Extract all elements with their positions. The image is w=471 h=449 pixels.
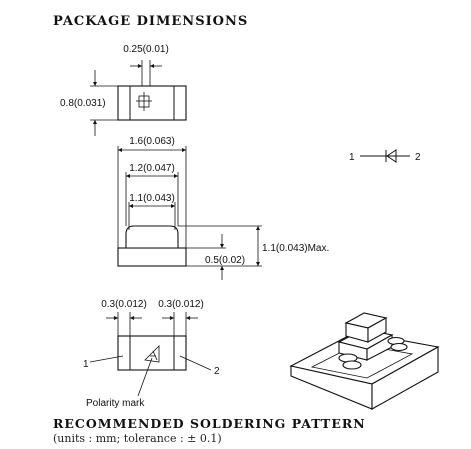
isometric-view bbox=[289, 312, 440, 410]
dim-top-pad-width: 0.25(0.01) bbox=[123, 44, 169, 55]
side-view-lens bbox=[125, 225, 179, 249]
top-view: 0.25(0.01) 0.8(0.031) bbox=[60, 44, 187, 136]
symbol-pin1-label: 1 bbox=[349, 152, 355, 163]
pad-left bbox=[117, 335, 131, 371]
symbol-pin2-label: 2 bbox=[415, 152, 421, 163]
package-dimensions-title: PACKAGE DIMENSIONS bbox=[53, 14, 249, 29]
soldering-pattern-title: RECOMMENDED SOLDERING PATTERN bbox=[53, 416, 366, 431]
pad-right bbox=[173, 335, 187, 371]
dim-pad-right: 0.3(0.012) bbox=[158, 299, 204, 310]
diode-triangle-icon bbox=[386, 149, 397, 163]
pin2-label: 2 bbox=[214, 366, 220, 377]
dim-top-height: 0.8(0.031) bbox=[60, 98, 106, 109]
pin1-label: 1 bbox=[83, 359, 89, 370]
dim-base-height: 0.5(0.02) bbox=[205, 255, 245, 266]
dim-body-width: 1.2(0.047) bbox=[129, 163, 175, 174]
top-view-body bbox=[117, 85, 187, 121]
polarity-mark-label: Polarity mark bbox=[86, 398, 145, 409]
side-view: 1.6(0.063) 1.2(0.047) 1.1(0.043) 1.1(0.0… bbox=[117, 136, 329, 280]
bottom-view: 0.3(0.012) 0.3(0.012) 1 2 Polarity mark bbox=[83, 299, 220, 409]
units-note: (units : mm; tolerance : ± 0.1) bbox=[53, 432, 222, 445]
dim-lens-width: 1.1(0.043) bbox=[129, 193, 175, 204]
dim-overall-width: 1.6(0.063) bbox=[129, 136, 175, 147]
dim-pad-left: 0.3(0.012) bbox=[101, 299, 147, 310]
polarity-mark-icon bbox=[144, 345, 160, 363]
side-view-base bbox=[117, 247, 187, 267]
diode-symbol: 1 2 bbox=[349, 149, 421, 163]
dim-total-height: 1.1(0.043)Max. bbox=[262, 243, 329, 254]
